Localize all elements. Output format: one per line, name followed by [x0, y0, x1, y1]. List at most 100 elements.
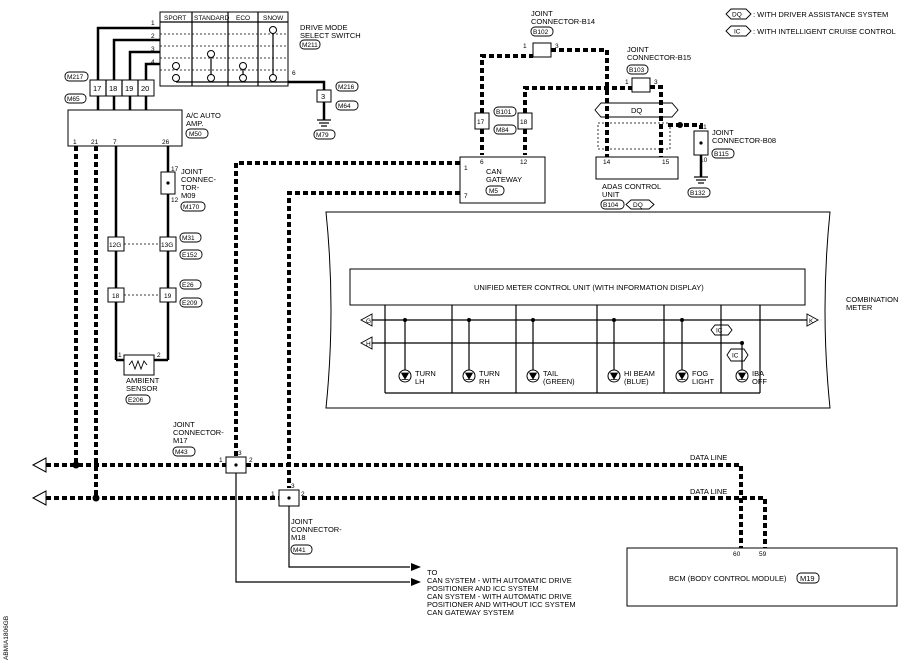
switch-pin-2: 2 — [151, 33, 155, 40]
m09-line2: CONNEC- — [181, 175, 217, 184]
jc-m17: JOINT CONNECTOR- M17 M43 1 2 3 — [172, 420, 253, 474]
adas-pin-15: 15 — [662, 159, 670, 166]
to-line3: POSITIONER AND ICC SYSTEM — [427, 584, 539, 593]
meter-ic-upper: IC — [716, 328, 723, 335]
mode-snow: SNOW — [263, 15, 284, 22]
b15-pin-3: 3 — [654, 79, 658, 86]
m09-line3: TOR- — [181, 183, 200, 192]
gw-pin-12: 12 — [520, 159, 528, 166]
to-other-systems: TO CAN SYSTEM - WITH AUTOMATIC DRIVE POS… — [235, 473, 576, 617]
ac-name-1: A/C AUTO — [186, 111, 221, 120]
adas-pin-14: 14 — [603, 159, 611, 166]
switch-pin-6: 6 — [292, 70, 296, 77]
m17-line3: M17 — [173, 436, 188, 445]
b101-conn: B101 — [496, 109, 512, 116]
bcm-pin-59: 59 — [759, 551, 767, 558]
gnd-conn-b: M64 — [338, 103, 351, 110]
switch-conn: M211 — [302, 42, 318, 49]
inline-12g: 12G — [109, 242, 121, 249]
switch-pin-4: 4 — [151, 59, 155, 66]
can-gateway: 6 12 1 7 CAN GATEWAY M5 — [459, 156, 546, 204]
lamp-label-2: OFF — [752, 377, 767, 386]
can-bus-wires: DATA LINE DATA LINE — [31, 48, 767, 548]
b08-line2: CONNECTOR-B08 — [712, 136, 776, 145]
adas-line2: UNIT — [602, 190, 620, 199]
adas-dq: DQ — [631, 106, 642, 115]
inline-e26: E26 — [182, 282, 194, 289]
b15-pin-1: 1 — [625, 79, 629, 86]
ac-auto-amp: M217 M65 17 18 19 20 10 29 11 31 A/C AUT… — [64, 71, 221, 147]
gw-conn: M5 — [489, 188, 498, 195]
lamp-diode-symbol — [677, 372, 687, 380]
gw-pin-7: 7 — [464, 193, 468, 200]
to-line2: CAN SYSTEM - WITH AUTOMATIC DRIVE — [427, 576, 572, 585]
lamp-label-1: FOG — [692, 369, 708, 378]
bcm-conn: M19 — [800, 574, 815, 583]
lamp-label-2: LH — [415, 377, 425, 386]
legend-ic-text: : WITH INTELLIGENT CRUISE CONTROL — [753, 27, 896, 36]
ac-top-pin-20: 20 — [141, 84, 149, 93]
m09-line4: M09 — [181, 191, 196, 200]
lamp-diode-symbol — [528, 372, 538, 380]
b08-ground: B132 — [690, 190, 706, 197]
inline-e209: E209 — [182, 300, 198, 307]
legend-dq-tag: DQ — [732, 12, 742, 19]
adas-cond: DQ — [633, 202, 643, 209]
m09-line1: JOINT — [181, 167, 203, 176]
b14-line2: CONNECTOR-B14 — [531, 17, 595, 26]
b101-pin-17: 17 — [477, 119, 485, 126]
m18-line2: CONNECTOR- — [291, 525, 342, 534]
b08-pin-10: 10 — [700, 157, 708, 164]
adas-control-unit: DQ 14 15 ADAS CONTROL UNIT B104 DQ — [594, 102, 679, 210]
to-line5: POSITIONER AND WITHOUT ICC SYSTEM — [427, 600, 576, 609]
mode-sport: SPORT — [164, 15, 186, 22]
switch-pin-3: 3 — [151, 46, 155, 53]
gw-line1: CAN — [486, 167, 502, 176]
meter-ic-lower: IC — [732, 353, 739, 360]
gnd-conn-a: M216 — [338, 84, 355, 91]
ac-pin-1: 1 — [73, 139, 77, 146]
ambient-circuit: 17 12 JOINT CONNEC- TOR- M09 M170 12G 13… — [107, 146, 217, 405]
meter-unit-label: UNIFIED METER CONTROL UNIT (WITH INFORMA… — [474, 283, 704, 292]
lamp-diode-symbol — [464, 372, 474, 380]
bus-g: G — [366, 318, 371, 325]
legend-ic-tag-shape — [725, 25, 752, 37]
ac-top-pin-18: 18 — [109, 84, 117, 93]
bcm-label: BCM (BODY CONTROL MODULE) — [669, 574, 787, 583]
gw-pin-1: 1 — [464, 165, 468, 172]
inline-m31: M31 — [182, 235, 195, 242]
m09-conn: M170 — [183, 204, 200, 211]
ac-conn: M50 — [189, 131, 202, 138]
ac-top-pin-17: 17 — [93, 84, 101, 93]
gnd-pin-3: 3 — [321, 92, 325, 101]
ambient-line2: SENSOR — [126, 384, 158, 393]
b08-line1: JOINT — [712, 128, 734, 137]
data-line-1: DATA LINE — [690, 453, 727, 462]
m09-pin-17: 17 — [171, 166, 179, 173]
b101-pin-18: 18 — [520, 119, 528, 126]
ambient-line1: AMBIENT — [126, 376, 160, 385]
lamp-label-1: TURN — [415, 369, 436, 378]
ac-conn-a: M217 — [67, 74, 84, 81]
ambient-pin-1: 1 — [118, 352, 122, 359]
m18-line3: M18 — [291, 533, 306, 542]
mode-eco: ECO — [236, 15, 250, 22]
lamp-tail-green: TAIL(GREEN) — [526, 318, 575, 386]
jc-b14: JOINT CONNECTOR-B14 B102 1 3 — [523, 9, 595, 58]
combination-meter: COMBINATION METER UNIFIED METER CONTROL … — [325, 211, 898, 409]
data-line-2: DATA LINE — [690, 487, 727, 496]
m18-pin-3: 3 — [291, 483, 295, 490]
gw-pin-6: 6 — [480, 159, 484, 166]
lamp-diode-symbol — [400, 372, 410, 380]
inline-13g: 13G — [161, 242, 173, 249]
jc-m18: 1 2 3 JOINT CONNECTOR- M18 M41 — [271, 483, 342, 555]
b15-conn: B103 — [629, 67, 645, 74]
m17-conn: M43 — [175, 449, 188, 456]
legend-dq-tag-shape — [725, 8, 752, 20]
b14-conn: B102 — [533, 29, 549, 36]
b15-line1: JOINT — [627, 45, 649, 54]
b14-pin-3: 3 — [555, 43, 559, 50]
